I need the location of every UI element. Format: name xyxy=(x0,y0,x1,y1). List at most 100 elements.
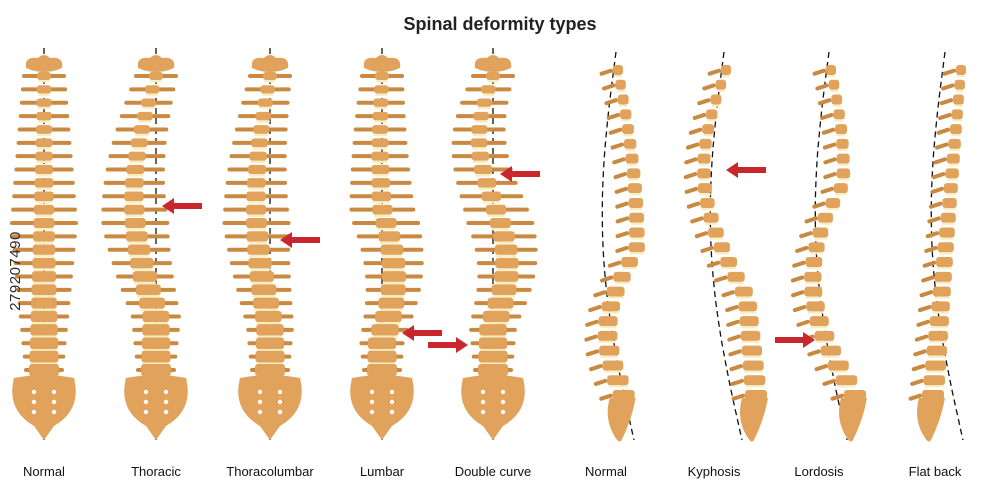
vertebra xyxy=(471,151,490,161)
disc xyxy=(621,119,631,122)
arrow-shaft xyxy=(775,337,805,343)
spinous-process xyxy=(922,260,937,268)
sacrum xyxy=(740,398,768,442)
vertebra xyxy=(253,125,270,134)
vertebra xyxy=(703,212,719,223)
vertebra xyxy=(478,364,508,376)
arrow-shaft xyxy=(736,167,766,173)
spinous-process xyxy=(614,186,629,194)
vertebra xyxy=(954,79,965,90)
disc xyxy=(376,80,388,83)
disc xyxy=(947,163,959,166)
vertebra xyxy=(144,85,160,94)
disc xyxy=(34,228,54,231)
disc xyxy=(252,295,276,298)
disc xyxy=(930,326,948,329)
vertebra xyxy=(256,324,284,336)
spinous-process xyxy=(593,290,607,298)
disc xyxy=(598,340,617,344)
disc xyxy=(33,268,55,271)
sacral-foramen xyxy=(31,389,37,395)
disc xyxy=(834,119,844,122)
vertebra xyxy=(697,153,711,164)
vertebra xyxy=(805,257,823,268)
disc xyxy=(933,296,950,299)
sacral-foramen xyxy=(480,389,486,395)
sacrum xyxy=(350,375,414,440)
vertebra xyxy=(932,286,951,297)
disc xyxy=(247,201,265,204)
disc xyxy=(472,133,487,137)
vertebra xyxy=(372,125,389,134)
vertebra xyxy=(31,271,57,282)
vertebra xyxy=(741,345,763,356)
vertebra xyxy=(493,231,515,242)
disc xyxy=(35,174,53,177)
disc xyxy=(37,106,51,110)
vertebra xyxy=(836,168,851,179)
disc xyxy=(138,120,152,123)
vertebra xyxy=(248,257,272,269)
vertebra xyxy=(833,109,845,120)
arrow-lordosis xyxy=(775,332,815,348)
vertebra xyxy=(246,218,268,228)
disc xyxy=(37,120,51,123)
vertebra xyxy=(827,360,849,371)
vertebra xyxy=(260,85,275,94)
vertebra xyxy=(621,257,638,268)
lateral-spine-7 xyxy=(790,51,867,442)
frontal-spine-1 xyxy=(101,48,188,440)
arrow-lumbar xyxy=(402,325,442,341)
vertebra xyxy=(470,138,488,148)
vertebra xyxy=(809,316,829,327)
vertebra xyxy=(30,324,58,336)
disc xyxy=(809,252,824,255)
spinous-process xyxy=(928,201,943,209)
disc xyxy=(249,268,271,271)
spinous-process xyxy=(707,68,722,76)
label-frontal-normal: Normal xyxy=(23,464,65,479)
vertebra xyxy=(743,375,766,386)
vertebra xyxy=(380,244,404,255)
spinous-process xyxy=(690,216,704,224)
spinous-process xyxy=(812,201,826,209)
disc xyxy=(950,134,961,137)
vertebra xyxy=(373,98,389,107)
spinous-process xyxy=(830,393,845,401)
vertebra xyxy=(35,151,53,161)
vertebra xyxy=(956,65,966,75)
vertebra xyxy=(491,284,517,296)
vertebra xyxy=(623,138,637,149)
vertebra xyxy=(745,390,767,400)
disc xyxy=(125,228,145,231)
sacral-foramen xyxy=(277,399,283,405)
sacrum xyxy=(124,375,188,440)
vertebra xyxy=(486,72,500,80)
vertebra xyxy=(485,204,507,215)
vertebra xyxy=(934,271,952,282)
arrow-double-lower xyxy=(428,337,468,353)
spinous-process xyxy=(822,378,836,386)
vertebra xyxy=(124,178,144,188)
vertebra xyxy=(128,151,146,161)
disc xyxy=(728,281,744,285)
disc xyxy=(805,281,821,285)
disc xyxy=(837,178,850,181)
vertebra xyxy=(149,72,163,80)
vertebra xyxy=(495,257,519,269)
vertebra xyxy=(700,197,715,208)
disc xyxy=(127,174,144,177)
disc xyxy=(249,174,266,177)
sacrum xyxy=(461,375,525,440)
vertebra xyxy=(629,212,645,223)
disc xyxy=(133,281,156,285)
sacrum xyxy=(607,398,636,442)
arrow-head xyxy=(280,232,292,248)
sacral-foramen xyxy=(257,399,263,405)
vertebra xyxy=(141,337,171,350)
arrow-thoracolumbar xyxy=(280,232,320,248)
disc xyxy=(382,281,406,285)
disc xyxy=(31,322,57,325)
disc xyxy=(482,201,501,204)
disc xyxy=(698,193,711,196)
